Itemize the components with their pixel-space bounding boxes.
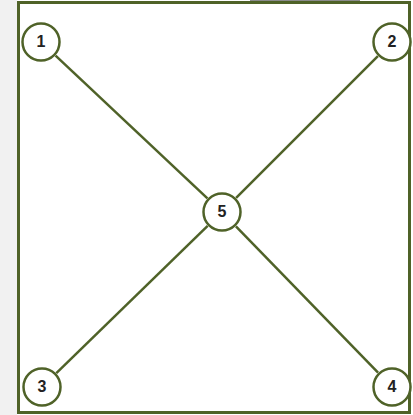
connector-line xyxy=(236,56,378,198)
connector-line xyxy=(56,56,208,199)
node-number: 4 xyxy=(372,367,412,407)
node-number: 3 xyxy=(22,367,62,407)
node-number: 5 xyxy=(202,192,242,232)
number-circle: 5 xyxy=(202,192,242,232)
node-number: 2 xyxy=(372,22,412,62)
square-border xyxy=(19,3,410,413)
number-circle: 3 xyxy=(22,367,62,407)
node-number: 1 xyxy=(21,22,61,62)
number-circle: 1 xyxy=(21,22,61,62)
number-circle: 2 xyxy=(372,22,412,62)
connector-line xyxy=(56,226,207,373)
side-strip xyxy=(0,0,17,415)
number-circle: 4 xyxy=(372,367,412,407)
connector-line xyxy=(236,226,378,372)
